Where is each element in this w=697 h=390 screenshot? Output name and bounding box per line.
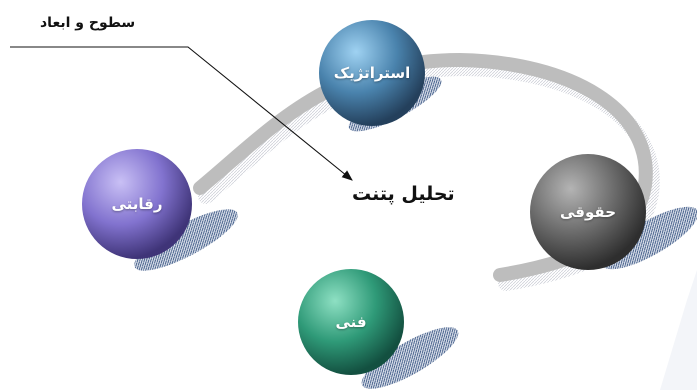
node-competitive-label: رقابتی: [111, 195, 163, 213]
node-strategic-label: استراتژیک: [333, 64, 411, 82]
node-strategic: [319, 20, 425, 126]
node-competitive: [82, 149, 192, 259]
page-fold-decoration: [660, 270, 697, 390]
title-leader-arrow: [10, 46, 353, 181]
node-technical-label: فنی: [335, 313, 367, 331]
diagram-title: سطوح و ابعاد: [40, 15, 136, 31]
node-legal: [530, 154, 646, 270]
node-shadow-competitive: [134, 209, 238, 271]
node-legal-label: حقوقی: [559, 203, 617, 221]
node-technical: [298, 269, 404, 375]
node-shadow-technical: [361, 327, 459, 389]
center-label: تحلیل پتنت: [352, 183, 455, 205]
